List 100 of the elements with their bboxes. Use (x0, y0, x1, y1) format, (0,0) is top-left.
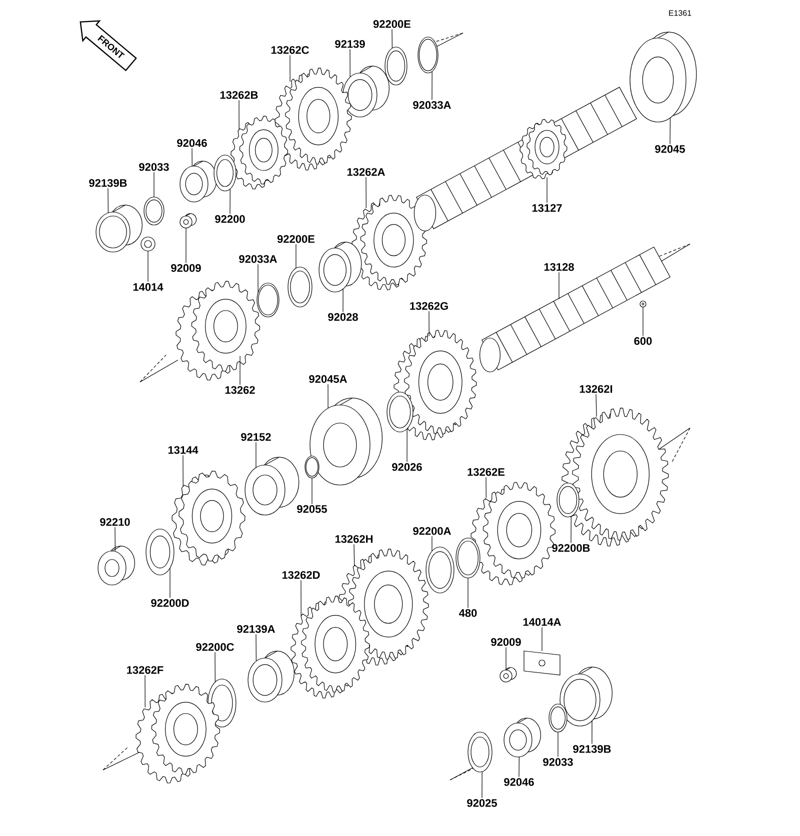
part-number: 92200A (413, 527, 451, 535)
part-number: 92200D (151, 599, 189, 607)
washer (140, 236, 156, 252)
part-number: 92139B (573, 745, 611, 753)
part-number: 480 (459, 609, 477, 617)
bearing (342, 66, 390, 118)
bearing (310, 398, 382, 486)
leader-line (570, 516, 572, 544)
bolt (180, 213, 197, 228)
part-number: 92033 (139, 163, 169, 171)
washer (144, 196, 164, 226)
part-number: 13262I (580, 385, 612, 393)
gear (136, 684, 220, 784)
part-number: 14014 (133, 283, 164, 291)
bearing (180, 160, 217, 202)
part-number: 92033A (413, 101, 451, 109)
part-number: 92200B (552, 544, 590, 552)
part-number: 92009 (171, 264, 201, 272)
part-number: 92045 (655, 145, 685, 153)
washer (384, 46, 408, 86)
shaft (480, 246, 670, 372)
part-number: 92200E (277, 235, 315, 243)
washer (426, 546, 454, 594)
part-number: 13127 (532, 204, 562, 212)
bearing (96, 204, 142, 252)
part-number: 92033 (543, 758, 573, 766)
part-number: 13262 (225, 386, 255, 394)
part-number: 92200 (215, 215, 245, 223)
part-number: 92055 (297, 505, 327, 513)
leader-line (406, 428, 408, 462)
bearing (504, 718, 541, 758)
part-number: 13262C (271, 46, 309, 54)
bolt (500, 667, 517, 682)
leader-line (214, 652, 216, 682)
washer (386, 392, 414, 432)
part-number: 13262A (347, 168, 385, 176)
washer (468, 732, 492, 772)
part-number: 13262G (410, 302, 448, 310)
leader-line (428, 310, 430, 336)
washer (146, 528, 174, 576)
washer (304, 456, 320, 478)
washer (256, 282, 280, 318)
bearing (98, 546, 135, 586)
bearing (560, 666, 612, 726)
leader-line (642, 306, 644, 336)
part-number: 92046 (504, 778, 534, 786)
leader-line (670, 117, 671, 144)
gear-shaft (414, 86, 637, 232)
diagram-code: E1361 (669, 10, 692, 16)
washer (556, 482, 580, 518)
part-number: 92046 (177, 139, 207, 147)
bearing (318, 242, 362, 292)
part-number: 92139 (335, 40, 365, 48)
part-number: 92033A (239, 255, 277, 263)
part-number: 92200E (373, 20, 411, 28)
part-number: 13262F (127, 666, 164, 674)
gear (172, 470, 246, 566)
leader-line (354, 544, 355, 566)
ball (640, 300, 646, 308)
leader-line (114, 526, 116, 552)
leader-line (182, 454, 184, 487)
leader-line (518, 756, 520, 778)
gear (230, 116, 288, 190)
leader-line (256, 634, 257, 662)
leader-line (546, 176, 548, 204)
part-number: 13144 (168, 446, 198, 454)
bearing (248, 650, 294, 702)
part-number: 92028 (328, 313, 358, 321)
part-number: 92045A (309, 375, 347, 383)
leader-line (108, 188, 109, 214)
washer (548, 704, 568, 732)
washer (288, 266, 312, 308)
part-number: 13262E (468, 468, 505, 476)
part-number: 13262B (220, 91, 258, 99)
leader-line (144, 674, 146, 708)
washer (418, 36, 438, 74)
leader-line (238, 100, 240, 130)
washer (214, 154, 236, 192)
part-number: 13262D (282, 571, 320, 579)
leader-line (596, 394, 597, 417)
part-number: 92009 (491, 638, 521, 646)
gear (290, 596, 370, 698)
bearing (630, 32, 697, 122)
washer (456, 538, 480, 578)
leader-line (342, 288, 344, 312)
part-number: 92200C (196, 643, 234, 651)
part-number: 14014A (523, 618, 561, 626)
part-number: 92210 (100, 518, 130, 526)
gear (394, 330, 477, 440)
part-number: 600 (634, 337, 652, 345)
part-number: 92026 (392, 463, 422, 471)
part-number: 13128 (544, 263, 574, 271)
part-number: 13262H (335, 535, 372, 543)
part-number: 92139A (237, 625, 275, 633)
leader-line (558, 272, 560, 300)
leader-line (300, 580, 302, 616)
gear (176, 280, 260, 380)
part-number: 92139B (89, 179, 127, 187)
part-number: 92025 (467, 799, 497, 807)
plate (524, 650, 560, 676)
